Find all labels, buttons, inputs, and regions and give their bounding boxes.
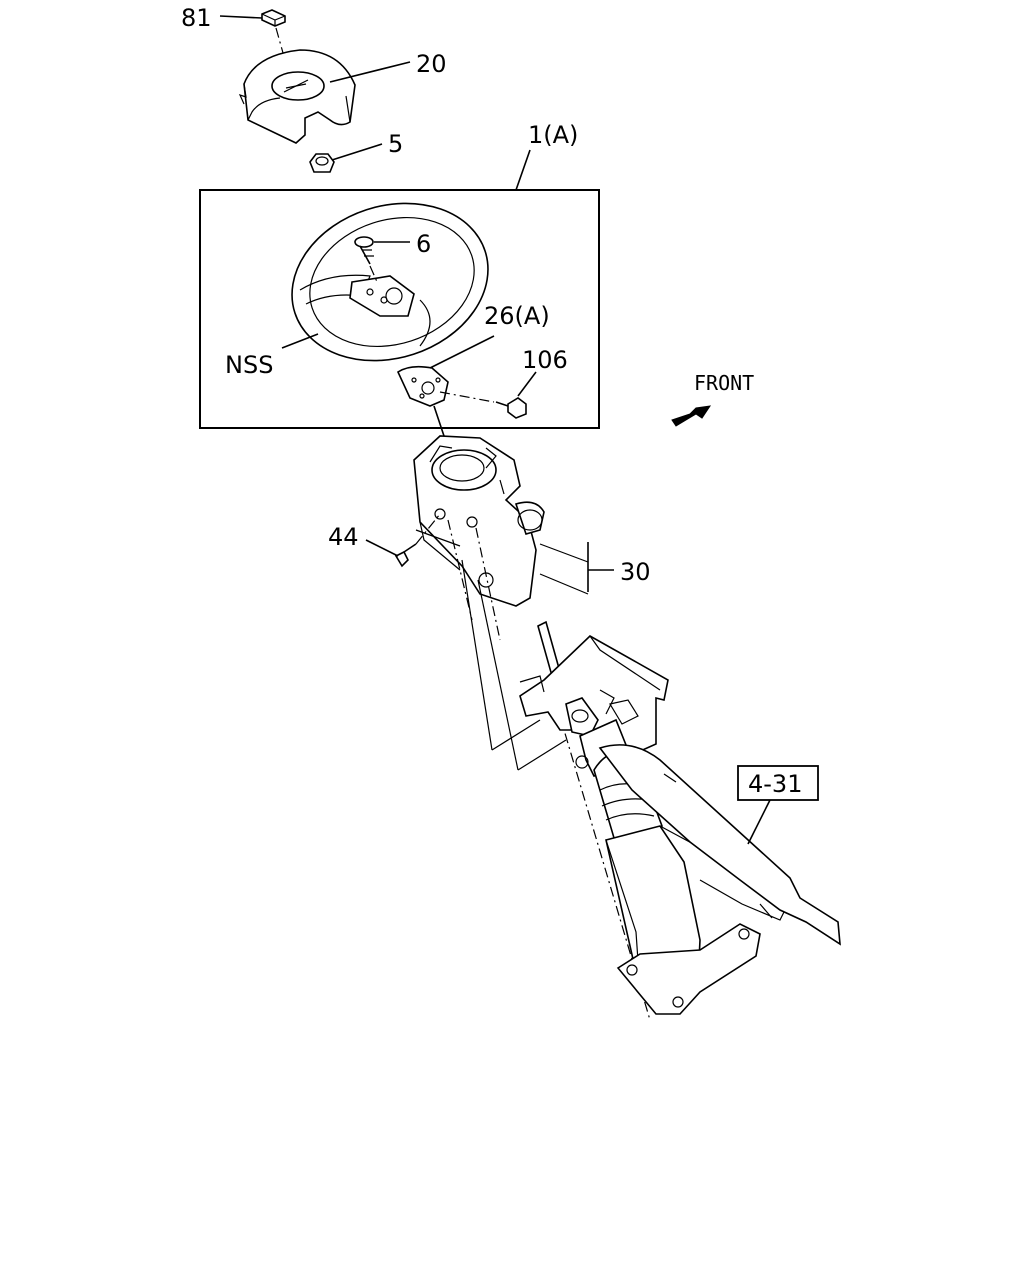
link-hub-cover [433, 405, 445, 437]
part-106-bolt [495, 397, 527, 419]
label-1a: 1(A) [528, 121, 578, 149]
label-front: FRONT [694, 371, 754, 395]
label-44: 44 [328, 523, 359, 551]
part-6-screw [354, 236, 374, 265]
part-30-column-cover [413, 435, 589, 607]
label-5: 5 [388, 130, 403, 158]
leader-44 [365, 539, 399, 557]
centerline-6 [369, 265, 379, 285]
steering-wheel [291, 202, 489, 362]
label-4-31: 4-31 [748, 770, 802, 798]
label-81: 81 [181, 4, 212, 32]
leader-26a [429, 335, 495, 369]
guide-lines [447, 519, 567, 771]
label-30: 30 [620, 558, 651, 586]
label-20: 20 [416, 50, 447, 78]
part-20-cover [238, 49, 356, 144]
part-26a-hub [396, 365, 449, 407]
column-base-flange [616, 923, 761, 1015]
part-44-screw [394, 543, 417, 568]
label-106: 106 [522, 346, 568, 374]
leader-nss [281, 333, 319, 349]
centerline-106 [439, 391, 495, 403]
part-5-nut [309, 153, 335, 173]
leader-81 [219, 15, 263, 19]
leader-20 [329, 61, 411, 83]
ref-box-4-31[interactable] [737, 765, 819, 801]
label-26a: 26(A) [484, 302, 550, 330]
assembly-1a-frame [199, 189, 600, 429]
leader-5 [331, 143, 383, 161]
label-6: 6 [416, 230, 431, 258]
leader-1a [515, 149, 531, 191]
leader-4-31 [747, 799, 771, 845]
part-81-clip [261, 9, 286, 27]
centerline-44 [415, 513, 441, 545]
bracket-30 [587, 542, 614, 592]
leader-106 [517, 371, 537, 397]
arrow-front-icon [671, 405, 712, 427]
label-nss: NSS [225, 351, 273, 379]
